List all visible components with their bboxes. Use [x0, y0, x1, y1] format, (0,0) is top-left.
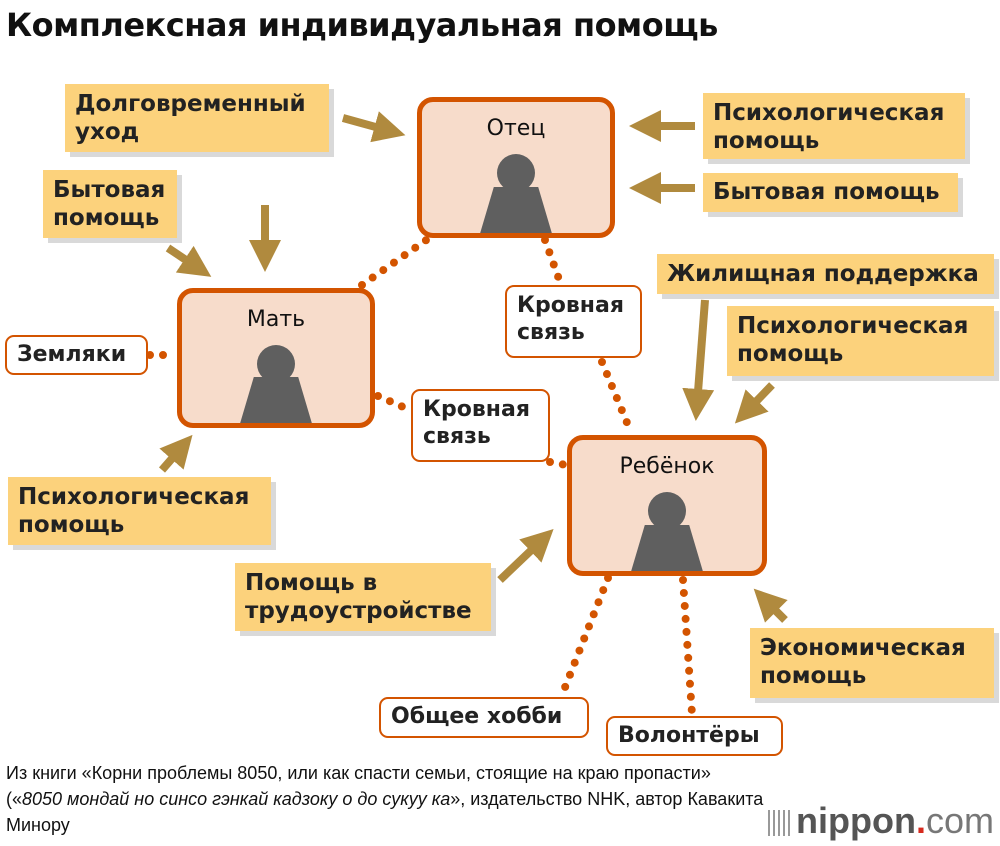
support-father-household: Бытовая помощь [703, 173, 958, 212]
person-body-icon [239, 377, 313, 423]
arrow-psych-mother [158, 434, 193, 473]
tie-compatriots-label: Земляки [5, 335, 148, 375]
person-icon [257, 345, 295, 383]
logo-bars-icon [768, 810, 791, 837]
logo-tld: com [925, 800, 994, 841]
support-mother-psych: Психологическая помощь [8, 477, 271, 545]
person-icon [648, 492, 686, 530]
tie-blood-father-label: Кровная связь [505, 285, 642, 358]
arrow-housing-child [682, 299, 715, 421]
tie-blood-mother-label: Кровная связь [411, 389, 550, 462]
logo-dot: . [915, 800, 926, 841]
tie-father-blood [541, 236, 564, 286]
diagram-title: Комплексная индивидуальная помощь [6, 6, 718, 44]
support-housing: Жилищная поддержка [657, 254, 994, 294]
source-note: Из книги «Корни проблемы 8050, или как с… [6, 760, 766, 838]
arrow-household-mother [165, 244, 212, 277]
support-long-term-care: Долговременный уход [65, 84, 329, 152]
tie-volunteers-label: Волонтёры [606, 716, 783, 756]
arrow-employment-child [497, 528, 554, 583]
nippon-logo: nippon.com [768, 800, 994, 842]
source-text: Из книги «Корни проблемы 8050, или как с… [6, 763, 711, 809]
person-body-icon [479, 187, 553, 233]
tie-mother-blood [374, 392, 414, 414]
person-body-icon [630, 525, 704, 571]
mother-label: Мать [246, 307, 306, 332]
father-label: Отец [486, 116, 546, 141]
tie-father-mother [358, 232, 436, 289]
arrow-psych-child [734, 382, 775, 424]
person-child: Ребёнок [567, 435, 767, 576]
source-title-romaji: 8050 мондай но синсо гэнкай кадзоку о до… [22, 789, 451, 809]
support-economic: Экономическая помощь [750, 628, 994, 698]
logo-name: nippon [796, 800, 916, 841]
tie-volunteers [679, 576, 696, 718]
support-father-psych: Психологическая помощь [703, 93, 965, 159]
source-text-end: », издательство NHK, автор Кавакита Мино… [6, 789, 764, 835]
support-mother-household: Бытовая помощь [43, 170, 177, 238]
tie-hobby-label: Общее хобби [379, 697, 589, 738]
tie-blood-child2 [546, 458, 570, 469]
person-father: Отец [417, 97, 615, 238]
person-icon [497, 154, 535, 192]
child-label: Ребёнок [619, 454, 715, 479]
support-employment: Помощь в трудоустройстве [235, 563, 491, 631]
person-mother: Мать [177, 288, 375, 428]
tie-blood-child [598, 358, 634, 434]
support-child-psych: Психологическая помощь [727, 306, 994, 376]
arrow-care-father [341, 111, 406, 143]
arrow-economic-child [753, 588, 788, 623]
tie-hobby [558, 574, 612, 699]
